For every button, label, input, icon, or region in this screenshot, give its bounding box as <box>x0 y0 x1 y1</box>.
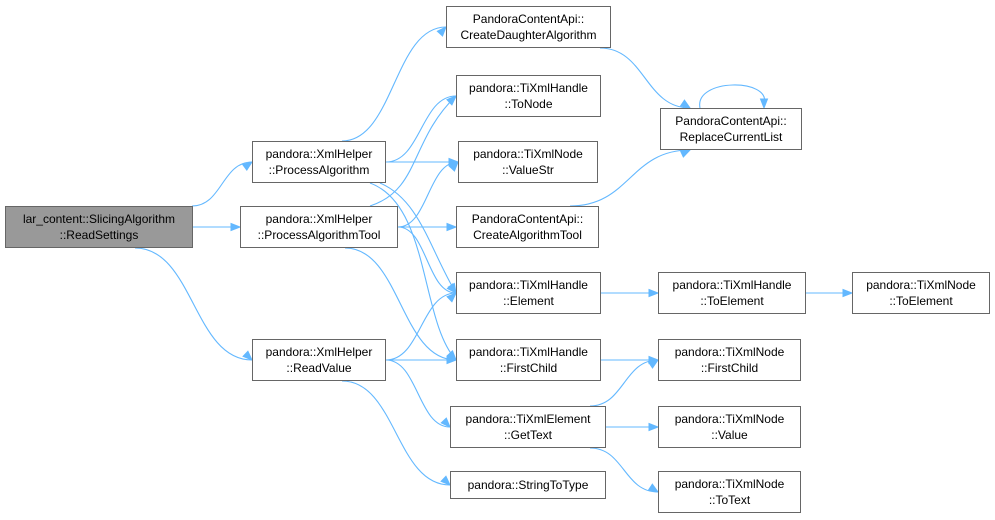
node-handletoelement[interactable]: pandora::TiXmlHandle::ToElement <box>658 272 806 314</box>
node-label-line: ::ValueStr <box>502 163 554 177</box>
edge-procalg-to-createdaughter <box>341 26 447 142</box>
node-label-line: pandora::TiXmlHandle <box>469 81 588 95</box>
arrowhead-gettext-to-nodevalue <box>648 422 660 432</box>
node-label-line: ::GetText <box>503 428 553 442</box>
edge-procalgtool-to-element <box>397 226 457 294</box>
node-label-line: ::FirstChild <box>499 361 558 375</box>
edge-procalgtool-to-tonode <box>369 95 457 207</box>
node-label-line: ::ToElement <box>889 294 953 308</box>
arrowhead-procalgtool-to-tonode <box>446 95 457 106</box>
arrowhead-slicing-to-procalg <box>241 161 254 172</box>
node-label-line: pandora::TiXmlElement <box>465 412 591 426</box>
edge-readvalue-to-stringtotype <box>341 380 451 486</box>
node-procalg[interactable]: pandora::XmlHelper::ProcessAlgorithm <box>252 141 386 183</box>
node-label-line: ::ToElement <box>700 294 764 308</box>
arrowhead-readvalue-to-firstchild <box>446 355 458 365</box>
arrowhead-element-to-handletoelement <box>648 288 660 298</box>
node-label-line: pandora::TiXmlHandle <box>469 345 588 359</box>
node-label-line: pandora::TiXmlNode <box>866 278 976 292</box>
node-label-line: PandoraContentApi:: <box>471 212 584 226</box>
node-label-line: pandora::TiXmlNode <box>674 412 785 426</box>
node-label-line: ::FirstChild <box>700 361 759 375</box>
node-label-line: ::Value <box>711 428 748 442</box>
arrowhead-createdaughter-to-replacelist <box>679 99 692 109</box>
node-label-line: lar_content::SlicingAlgorithm <box>22 212 176 226</box>
edge-procalgtool-to-valuestr <box>397 161 459 228</box>
node-label-line: pandora::TiXmlNode <box>473 147 583 161</box>
edge-slicing-to-procalg <box>191 161 253 207</box>
arrowhead-procalgtool-to-createalgtool <box>446 222 458 232</box>
node-label-line: ::Element <box>503 294 554 308</box>
arrowhead-readvalue-to-element <box>446 292 457 303</box>
arrowhead-readvalue-to-stringtotype <box>440 475 451 486</box>
node-label-line: CreateDaughterAlgorithm <box>460 28 597 42</box>
edge-readvalue-to-element <box>385 292 457 361</box>
node-label-line: ::ToText <box>708 493 751 507</box>
node-label-line: pandora::TiXmlNode <box>674 477 785 491</box>
edge-createdaughter-to-replacelist <box>599 47 691 109</box>
node-createdaughter[interactable]: PandoraContentApi::CreateDaughterAlgorit… <box>446 6 611 48</box>
node-label-line: pandora::TiXmlHandle <box>469 278 588 292</box>
node-createalgtool[interactable]: PandoraContentApi::CreateAlgorithmTool <box>456 206 599 248</box>
edge-gettext-to-nodefirstchild <box>589 359 659 407</box>
node-label-line: CreateAlgorithmTool <box>473 228 582 242</box>
node-label-line: pandora::TiXmlNode <box>674 345 785 359</box>
node-label-line: pandora::XmlHelper <box>265 345 373 359</box>
node-label-line: PandoraContentApi:: <box>675 114 787 128</box>
edge-procalg-to-firstchild <box>369 182 457 361</box>
node-stringtotype[interactable]: pandora::StringToType <box>450 471 606 499</box>
node-replacelist[interactable]: PandoraContentApi::ReplaceCurrentList <box>660 108 802 150</box>
arrowhead-createalgtool-to-replacelist <box>679 149 692 158</box>
node-gettext[interactable]: pandora::TiXmlElement::GetText <box>450 406 606 448</box>
edge-slicing-to-readvalue <box>134 247 253 361</box>
node-label-line: pandora::XmlHelper <box>265 147 373 161</box>
node-label-line: PandoraContentApi:: <box>472 12 585 26</box>
node-label-line: ::ProcessAlgorithmTool <box>257 228 381 242</box>
node-nodevalue[interactable]: pandora::TiXmlNode::Value <box>658 406 801 448</box>
node-slicing: lar_content::SlicingAlgorithm::ReadSetti… <box>5 206 193 248</box>
edge-procalg-to-element <box>379 182 457 294</box>
edge-procalg-to-tonode <box>385 95 457 163</box>
arrowhead-procalg-to-createdaughter <box>436 25 447 37</box>
node-nodefirstchild[interactable]: pandora::TiXmlNode::FirstChild <box>658 339 801 381</box>
arrowhead-procalgtool-to-element <box>446 283 457 295</box>
arrowhead-procalgtool-to-valuestr <box>448 160 459 172</box>
arrowhead-readvalue-to-gettext <box>440 417 451 428</box>
arrowhead-slicing-to-readvalue <box>242 350 253 361</box>
arrowhead-gettext-to-nodetotext <box>647 483 660 493</box>
node-label-line: ::ReadSettings <box>59 228 139 242</box>
node-valuestr[interactable]: pandora::TiXmlNode::ValueStr <box>458 141 598 183</box>
edge-replacelist-to-replacelist <box>699 84 765 109</box>
node-nodetotext[interactable]: pandora::TiXmlNode::ToText <box>658 471 801 513</box>
node-label-line: ::ProcessAlgorithm <box>268 163 370 177</box>
node-label-line: ReplaceCurrentList <box>679 130 783 144</box>
node-element[interactable]: pandora::TiXmlHandle::Element <box>456 272 601 314</box>
arrowhead-handletoelement-to-nodetoelement <box>842 288 854 298</box>
node-label-line: ::ToNode <box>504 97 553 111</box>
node-label-line: pandora::StringToType <box>467 478 589 492</box>
edge-readvalue-to-gettext <box>385 359 451 428</box>
node-readvalue[interactable]: pandora::XmlHelper::ReadValue <box>252 339 386 381</box>
edge-procalgtool-to-firstchild <box>344 247 457 361</box>
node-procalgtool[interactable]: pandora::XmlHelper::ProcessAlgorithmTool <box>240 206 398 248</box>
edge-createalgtool-to-replacelist <box>569 149 691 207</box>
node-nodetoelement[interactable]: pandora::TiXmlNode::ToElement <box>852 272 990 314</box>
arrowhead-slicing-to-procalgtool <box>230 222 242 232</box>
arrowhead-gettext-to-nodefirstchild <box>647 359 660 369</box>
node-label-line: ::ReadValue <box>286 361 352 375</box>
node-label-line: pandora::TiXmlHandle <box>672 278 792 292</box>
node-label-line: pandora::XmlHelper <box>265 212 373 226</box>
node-firstchild[interactable]: pandora::TiXmlHandle::FirstChild <box>456 339 601 381</box>
node-tonode[interactable]: pandora::TiXmlHandle::ToNode <box>456 75 601 117</box>
arrowhead-replacelist-to-replacelist <box>759 98 769 110</box>
